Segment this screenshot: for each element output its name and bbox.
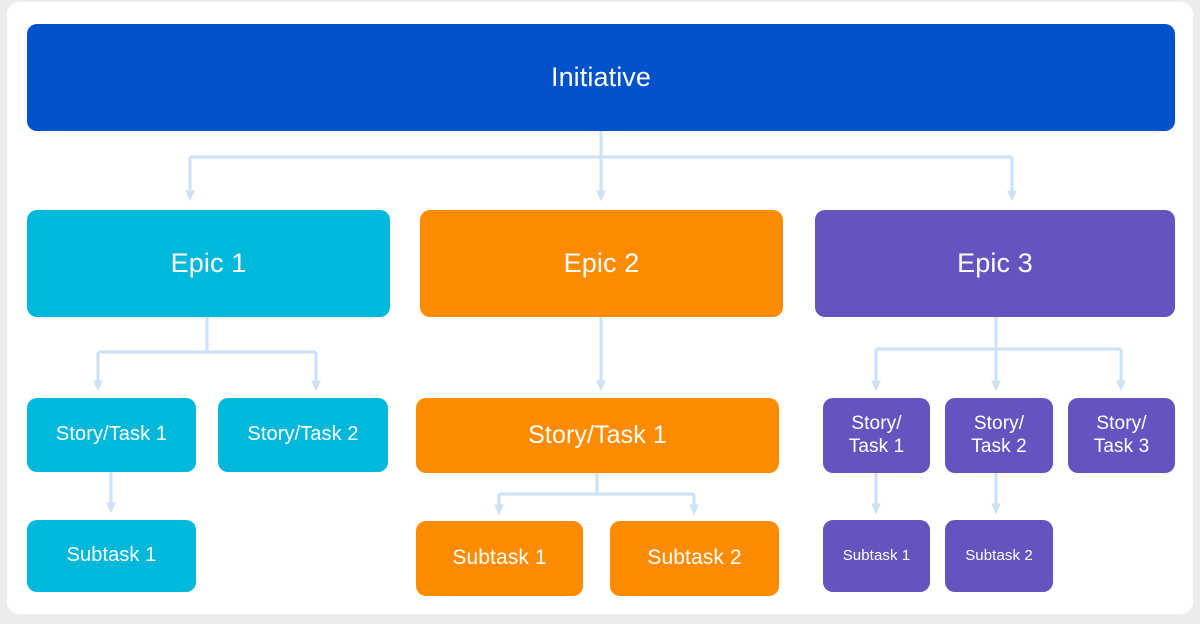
node-epic3-subtask-1[interactable]: Subtask 1 [823,520,930,592]
node-epic3-story-task-1[interactable]: Story/ Task 1 [823,398,930,473]
node-epic3-subtask-2[interactable]: Subtask 2 [945,520,1053,592]
node-epic2-subtask-2[interactable]: Subtask 2 [610,521,779,596]
node-epic3-story-task-2[interactable]: Story/ Task 2 [945,398,1053,473]
node-epic-1[interactable]: Epic 1 [27,210,390,317]
node-epic-3[interactable]: Epic 3 [815,210,1175,317]
node-epic2-subtask-1[interactable]: Subtask 1 [416,521,583,596]
node-epic3-story-task-3[interactable]: Story/ Task 3 [1068,398,1175,473]
node-epic1-story-task-1[interactable]: Story/Task 1 [27,398,196,472]
node-epic2-story-task-1[interactable]: Story/Task 1 [416,398,779,473]
node-initiative[interactable]: Initiative [27,24,1175,131]
node-epic1-subtask-1[interactable]: Subtask 1 [27,520,196,592]
node-epic-2[interactable]: Epic 2 [420,210,783,317]
node-epic1-story-task-2[interactable]: Story/Task 2 [218,398,388,472]
